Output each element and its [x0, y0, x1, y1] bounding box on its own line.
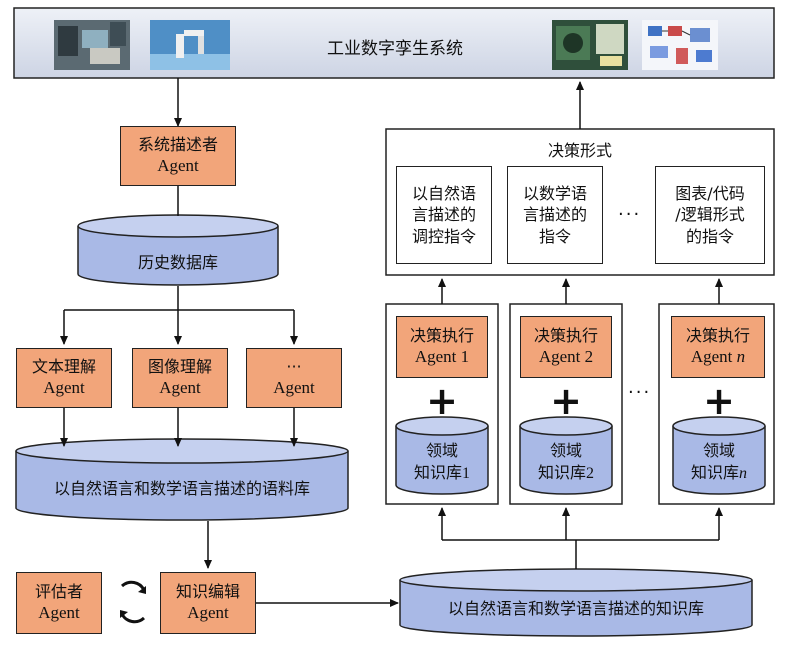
- plus-icon-n: +: [703, 379, 735, 423]
- decision-item-2-line3: 指令: [538, 226, 571, 246]
- knowledge-base-label: 以自然语言和数学语言描述的知识库: [447, 599, 704, 618]
- image-understanding-agent: 图像理解 Agent: [132, 348, 228, 408]
- plus-icon-1: +: [426, 379, 458, 423]
- link-history-split: [64, 286, 294, 311]
- link-kb-to-executors-bus: [442, 539, 719, 569]
- machine-model-thumbnail: [552, 20, 628, 70]
- decision-item-natural-language: 以自然语 言描述的 调控指令: [396, 166, 492, 264]
- header-title: 工业数字孪生系统: [327, 39, 463, 59]
- history-db-cylinder: [77, 214, 279, 286]
- robot-3d-thumbnail: [150, 20, 230, 70]
- decision-item-2-line1: 以数学语: [522, 183, 587, 203]
- decision-item-1-line3: 调控指令: [411, 226, 476, 246]
- executor-1-agent-label: Agent 1: [414, 347, 470, 367]
- evaluator-label: 评估者: [34, 581, 83, 601]
- decision-item-chart-code-logic: 图表/代码 /逻辑形式 的指令: [655, 166, 765, 264]
- other-understanding-agent: ··· Agent: [246, 348, 342, 408]
- other-understanding-label: ···: [286, 356, 302, 376]
- text-understanding-agent: 文本理解 Agent: [16, 348, 112, 408]
- other-understanding-agent-label: Agent: [273, 378, 315, 398]
- corpus-db-label: 以自然语言和数学语言描述的语料库: [53, 479, 310, 498]
- decision-item-math-language: 以数学语 言描述的 指令: [507, 166, 603, 264]
- schematic-thumbnail: [642, 20, 718, 70]
- domain-db-n-label: 领域 知识库n: [690, 441, 747, 483]
- image-understanding-label: 图像理解: [147, 356, 212, 376]
- knowledge-base-cylinder: [399, 568, 753, 637]
- domain-db-cylinder-1: [395, 416, 489, 495]
- decision-item-1-line1: 以自然语: [411, 183, 476, 203]
- plus-icon-2: +: [550, 379, 582, 423]
- executor-2-label: 决策执行: [533, 325, 598, 345]
- decision-item-2-line2: 言描述的: [522, 205, 587, 225]
- executor-2-agent-label: Agent 2: [538, 347, 594, 367]
- corpus-db-cylinder: [15, 438, 349, 521]
- history-db-label: 历史数据库: [137, 253, 218, 272]
- domain-db-cylinder-n: [672, 416, 766, 495]
- decision-item-3-line2: /逻辑形式: [675, 205, 745, 225]
- decision-item-3-line3: 的指令: [685, 226, 734, 246]
- domain-db-cylinder-2: [519, 416, 613, 495]
- decision-item-3-line1: 图表/代码: [675, 183, 745, 203]
- decision-item-1-line2: 言描述的: [411, 205, 476, 225]
- knowledge-editor-agent-label: Agent: [187, 603, 229, 623]
- executor-1-label: 决策执行: [409, 325, 474, 345]
- executors-ellipsis: ···: [628, 382, 652, 403]
- text-understanding-agent-label: Agent: [43, 378, 85, 398]
- system-describer-agent: 系统描述者 Agent: [120, 126, 236, 186]
- decision-executor-agent-2: 决策执行 Agent 2: [520, 316, 612, 378]
- knowledge-editor-label: 知识编辑: [175, 581, 240, 601]
- decision-executor-agent-1: 决策执行 Agent 1: [396, 316, 488, 378]
- text-understanding-label: 文本理解: [31, 356, 96, 376]
- cycle-arrows-icon: [120, 580, 146, 624]
- system-describer-agent-label: Agent: [157, 156, 199, 176]
- domain-db-1-label: 领域 知识库1: [413, 441, 470, 483]
- decision-executor-agent-n: 决策执行 Agent n: [671, 316, 765, 378]
- system-describer-label: 系统描述者: [137, 134, 218, 154]
- domain-db-2-label: 领域 知识库2: [537, 441, 594, 483]
- knowledge-editor-agent: 知识编辑 Agent: [160, 572, 256, 634]
- decision-form-title: 决策形式: [547, 141, 612, 160]
- evaluator-agent-label: Agent: [38, 603, 80, 623]
- image-understanding-agent-label: Agent: [159, 378, 201, 398]
- factory-photo-thumbnail: [54, 20, 130, 70]
- decision-items-ellipsis: ···: [618, 204, 642, 225]
- evaluator-agent: 评估者 Agent: [16, 572, 102, 634]
- executor-n-agent-label: Agent n: [690, 347, 746, 367]
- executor-n-label: 决策执行: [685, 325, 750, 345]
